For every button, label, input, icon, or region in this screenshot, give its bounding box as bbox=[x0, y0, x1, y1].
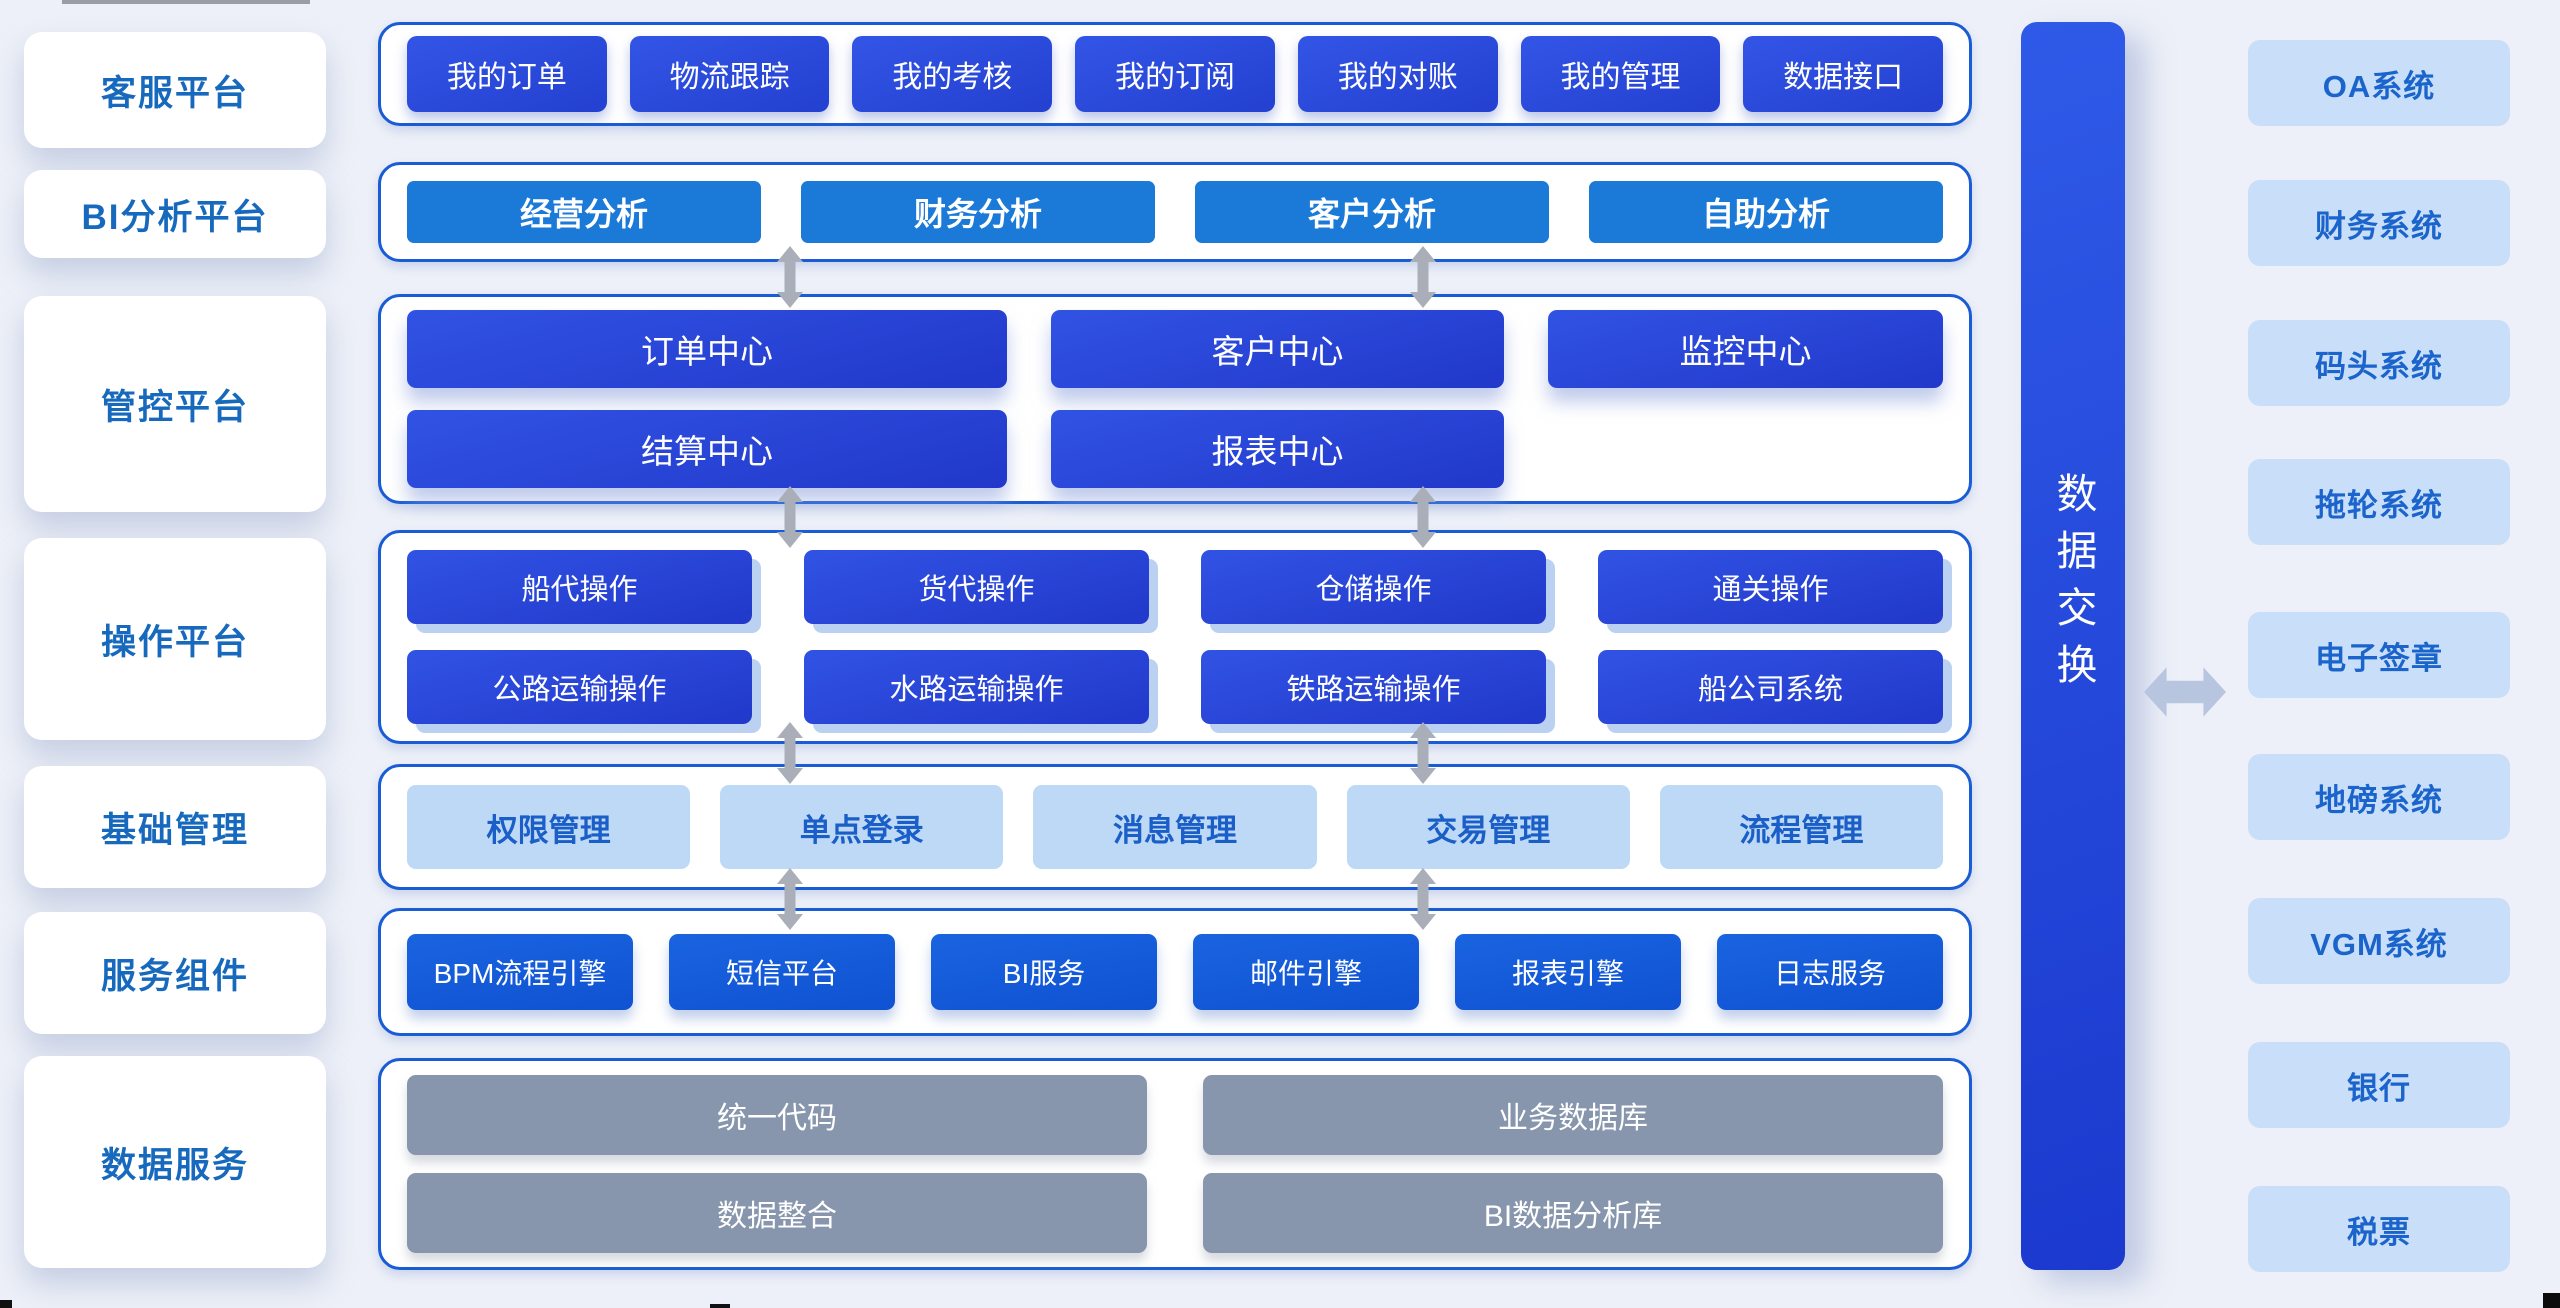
module-box: 自助分析 bbox=[1589, 181, 1943, 243]
module-box: 客户分析 bbox=[1195, 181, 1549, 243]
left-label-service-components: 服务组件 bbox=[24, 912, 326, 1034]
module-box: BI数据分析库 bbox=[1203, 1173, 1943, 1253]
module-box: 数据整合 bbox=[407, 1173, 1147, 1253]
module-box: 业务数据库 bbox=[1203, 1075, 1943, 1155]
external-system-box: 码头系统 bbox=[2248, 320, 2510, 406]
external-system-box: 银行 bbox=[2248, 1042, 2510, 1128]
module-box: 公路运输操作 bbox=[407, 650, 752, 724]
module-box: 报表中心 bbox=[1051, 410, 1504, 488]
section-bi-platform: 经营分析 财务分析 客户分析 自助分析 bbox=[378, 162, 1972, 262]
section-data-services: 统一代码 业务数据库 数据整合 BI数据分析库 bbox=[378, 1058, 1972, 1270]
module-box: 我的考核 bbox=[852, 36, 1053, 112]
module-box: 经营分析 bbox=[407, 181, 761, 243]
external-system-box: 财务系统 bbox=[2248, 180, 2510, 266]
double-arrow-horizontal-icon bbox=[2144, 666, 2226, 718]
double-arrow-vertical-icon bbox=[1409, 486, 1437, 548]
external-system-box: VGM系统 bbox=[2248, 898, 2510, 984]
module-box: 监控中心 bbox=[1548, 310, 1943, 388]
module-box: 铁路运输操作 bbox=[1201, 650, 1546, 724]
section-basic-management: 权限管理 单点登录 消息管理 交易管理 流程管理 bbox=[378, 764, 1972, 890]
module-box: 交易管理 bbox=[1346, 785, 1630, 869]
module-box: 通关操作 bbox=[1598, 550, 1943, 624]
module-box: 我的管理 bbox=[1520, 36, 1721, 112]
top-edge-line bbox=[62, 0, 310, 4]
module-box: 船代操作 bbox=[407, 550, 752, 624]
module-box: 短信平台 bbox=[669, 934, 895, 1010]
module-box: 客户中心 bbox=[1051, 310, 1504, 388]
external-system-box: OA系统 bbox=[2248, 40, 2510, 126]
left-label-data-services: 数据服务 bbox=[24, 1056, 326, 1268]
bottom-middle-edge-mark bbox=[710, 1304, 730, 1308]
module-box: 我的订单 bbox=[407, 36, 607, 112]
module-box: 流程管理 bbox=[1659, 785, 1944, 869]
double-arrow-vertical-icon bbox=[1409, 868, 1437, 930]
double-arrow-vertical-icon bbox=[1409, 722, 1437, 784]
double-arrow-vertical-icon bbox=[776, 246, 804, 308]
left-label-operation-platform: 操作平台 bbox=[24, 538, 326, 740]
left-label-control-platform: 管控平台 bbox=[24, 296, 326, 512]
module-box: 船公司系统 bbox=[1598, 650, 1943, 724]
bottom-right-edge-mark bbox=[2543, 1293, 2560, 1308]
module-box: 单点登录 bbox=[720, 785, 1004, 869]
module-box: 统一代码 bbox=[407, 1075, 1147, 1155]
module-box: 订单中心 bbox=[407, 310, 1007, 388]
external-system-box: 税票 bbox=[2248, 1186, 2510, 1272]
section-operation-platform: 船代操作 货代操作 仓储操作 通关操作 公路运输操作 水路运输操作 铁路运输操作… bbox=[378, 530, 1972, 744]
section-service-components: BPM流程引擎 短信平台 BI服务 邮件引擎 报表引擎 日志服务 bbox=[378, 908, 1972, 1036]
module-box: 我的订阅 bbox=[1075, 36, 1275, 112]
external-system-box: 电子签章 bbox=[2248, 612, 2510, 698]
double-arrow-vertical-icon bbox=[776, 722, 804, 784]
external-system-box: 地磅系统 bbox=[2248, 754, 2510, 840]
double-arrow-vertical-icon bbox=[776, 486, 804, 548]
module-box: 报表引擎 bbox=[1455, 934, 1681, 1010]
data-exchange-label: 数据交换 bbox=[2050, 472, 2096, 700]
module-box: 数据接口 bbox=[1743, 36, 1944, 112]
module-box: 权限管理 bbox=[407, 785, 691, 869]
module-box: 日志服务 bbox=[1717, 934, 1943, 1010]
data-exchange-bar: 数据交换 bbox=[2021, 22, 2125, 1270]
double-arrow-vertical-icon bbox=[1409, 246, 1437, 308]
module-box: 消息管理 bbox=[1033, 785, 1317, 869]
module-box: 邮件引擎 bbox=[1193, 934, 1419, 1010]
left-label-basic-management: 基础管理 bbox=[24, 766, 326, 888]
module-box: 财务分析 bbox=[801, 181, 1155, 243]
module-box: 仓储操作 bbox=[1201, 550, 1546, 624]
left-label-customer-platform: 客服平台 bbox=[24, 32, 326, 148]
external-system-box: 拖轮系统 bbox=[2248, 459, 2510, 545]
section-customer-platform: 我的订单 物流跟踪 我的考核 我的订阅 我的对账 我的管理 数据接口 bbox=[378, 22, 1972, 126]
module-box: BI服务 bbox=[931, 934, 1157, 1010]
module-box: 水路运输操作 bbox=[804, 650, 1149, 724]
section-control-platform: 订单中心 客户中心 监控中心 结算中心 报表中心 bbox=[378, 294, 1972, 504]
bottom-left-edge-mark bbox=[0, 1300, 12, 1308]
module-box: BPM流程引擎 bbox=[407, 934, 633, 1010]
module-box: 物流跟踪 bbox=[629, 36, 830, 112]
left-label-bi-platform: BI分析平台 bbox=[24, 170, 326, 258]
module-box: 我的对账 bbox=[1297, 36, 1498, 112]
module-box: 货代操作 bbox=[804, 550, 1149, 624]
module-box: 结算中心 bbox=[407, 410, 1007, 488]
double-arrow-vertical-icon bbox=[776, 868, 804, 930]
